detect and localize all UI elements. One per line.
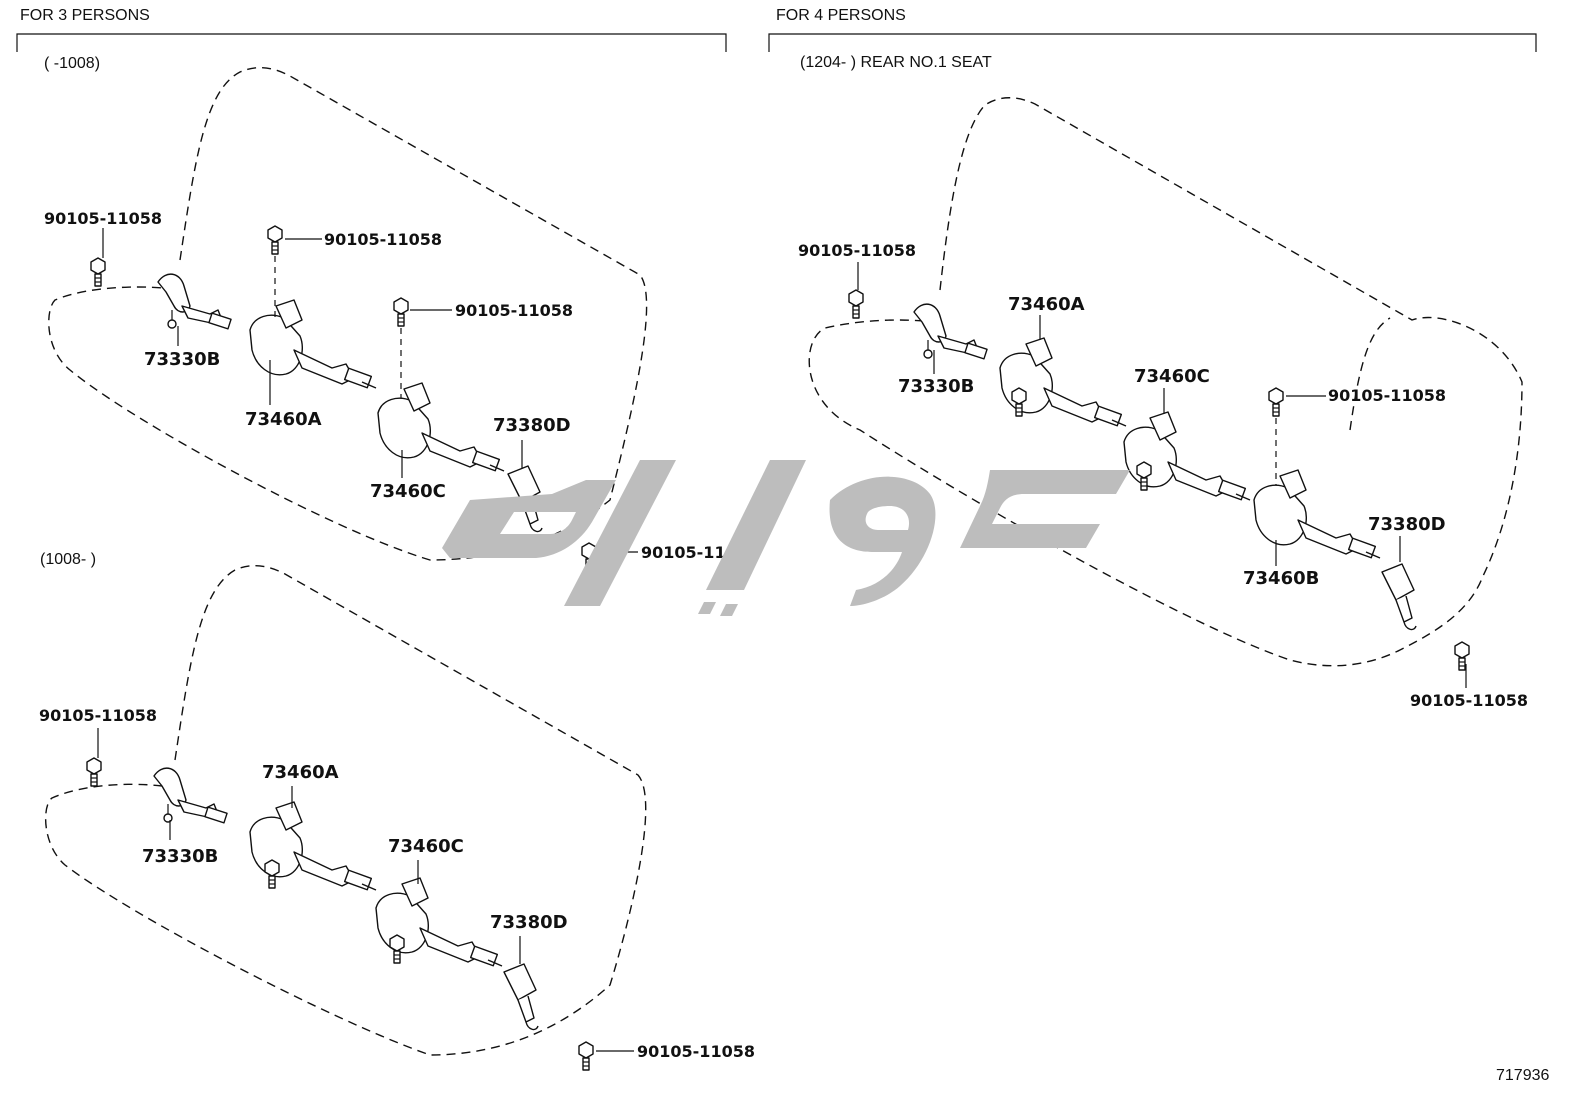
bolt-icon [393, 297, 409, 327]
part-label-73460c: 73460C [388, 836, 464, 857]
part-label-73380d: 73380D [1368, 514, 1446, 535]
panel-frame-four [768, 33, 1537, 52]
period-label: (1008- ) [40, 551, 96, 568]
part-label-73460a: 73460A [245, 409, 322, 430]
group-three-late: (1008- ) 90105-11058 90105-11058 73330B … [39, 551, 755, 1071]
retractor-buckle-c [377, 382, 505, 472]
bolt-icon [264, 859, 280, 889]
bolt-icon [578, 1041, 594, 1071]
part-label-73460a: 73460A [1008, 294, 1085, 315]
bolt-icon [267, 225, 283, 255]
buckle-tongue-d [503, 963, 539, 1031]
part-label-73460c: 73460C [370, 481, 446, 502]
belt-anchor [153, 767, 228, 824]
bolt-icon [1268, 387, 1284, 417]
part-number-bolt: 90105-11058 [39, 706, 157, 725]
part-number-bolt: 90105-11058 [324, 230, 442, 249]
watermark-logo [442, 460, 1130, 616]
part-number-bolt: 90105-11058 [455, 301, 573, 320]
part-number-bolt: 90105-11058 [637, 1042, 755, 1061]
panel-frame-three [16, 33, 727, 52]
part-label-73380d: 73380D [493, 415, 571, 436]
bolt-icon [1454, 641, 1470, 671]
part-number-bolt: 90105-11058 [1410, 691, 1528, 710]
belt-anchor [913, 303, 988, 360]
part-label-73330b: 73330B [142, 846, 218, 867]
seat-outline [808, 97, 1523, 667]
bolt-icon [90, 257, 106, 287]
part-label-73330b: 73330B [144, 349, 220, 370]
retractor-buckle-a [249, 299, 377, 389]
part-label-73460b: 73460B [1243, 568, 1319, 589]
part-label-73380d: 73380D [490, 912, 568, 933]
part-number-bolt: 90105-11058 [1328, 386, 1446, 405]
bolt-icon [848, 289, 864, 319]
part-label-73460a: 73460A [262, 762, 339, 783]
panel-title-four: FOR 4 PERSONS [776, 7, 906, 24]
reference-number: 717936 [1496, 1067, 1549, 1084]
panel-title-three: FOR 3 PERSONS [20, 7, 150, 24]
part-number-bolt: 90105-11058 [798, 241, 916, 260]
bolt-icon [389, 934, 405, 964]
belt-anchor [157, 273, 232, 330]
buckle-tongue-d [1381, 563, 1417, 631]
seat-outline [44, 564, 647, 1056]
retractor-buckle-b [1253, 469, 1381, 559]
group-four: (1204- ) REAR NO.1 SEAT 90105-11058 9010… [798, 54, 1528, 710]
period-label: (1204- ) REAR NO.1 SEAT [800, 54, 992, 71]
bolt-icon [86, 757, 102, 787]
part-label-73330b: 73330B [898, 376, 974, 397]
period-label: ( -1008) [44, 55, 100, 72]
part-label-73460c: 73460C [1134, 366, 1210, 387]
part-number-bolt: 90105-11058 [44, 209, 162, 228]
